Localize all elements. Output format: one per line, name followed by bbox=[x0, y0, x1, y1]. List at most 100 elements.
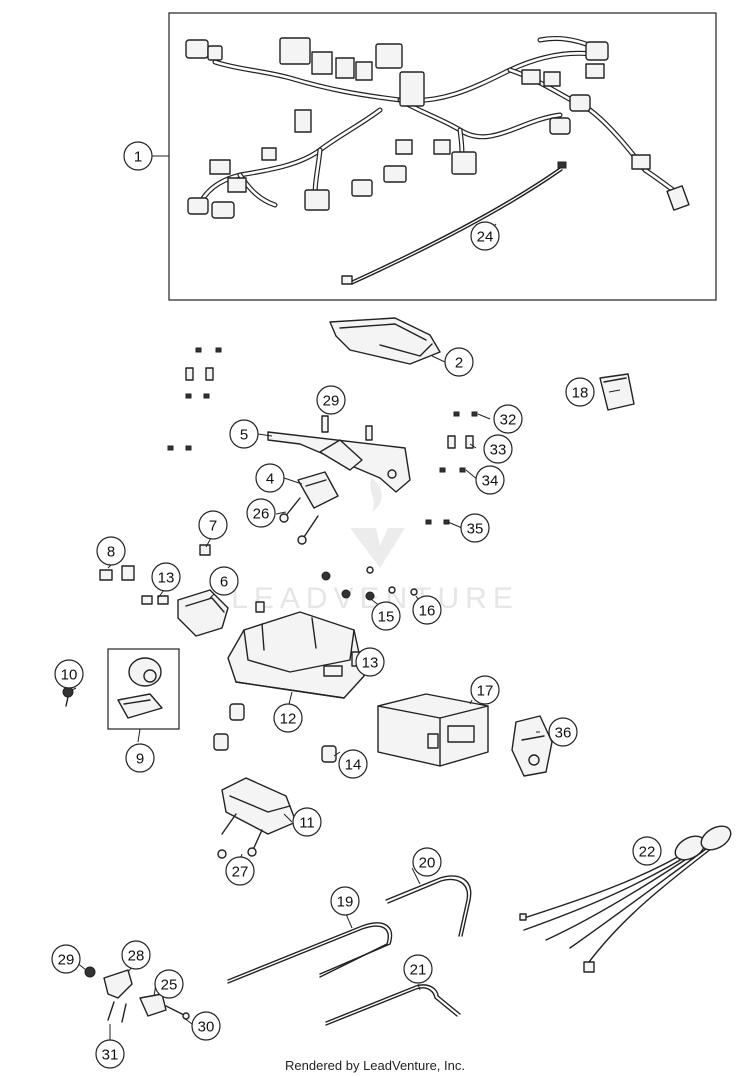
relay-holder bbox=[297, 415, 373, 509]
svg-text:6: 6 bbox=[220, 574, 228, 591]
control-unit bbox=[329, 317, 441, 365]
svg-text:25: 25 bbox=[161, 977, 178, 994]
svg-text:27: 27 bbox=[232, 864, 249, 881]
callout-36: 36 bbox=[548, 717, 578, 747]
callout-19: 19 bbox=[330, 886, 360, 916]
callout-32: 32 bbox=[493, 404, 523, 434]
part-36-cover bbox=[511, 715, 553, 777]
svg-text:29: 29 bbox=[58, 952, 75, 969]
callout-24: 24 bbox=[470, 221, 500, 251]
svg-text:33: 33 bbox=[490, 442, 507, 459]
cable-20 bbox=[385, 875, 472, 937]
voltage-regulator bbox=[217, 777, 297, 859]
svg-text:32: 32 bbox=[500, 412, 517, 429]
part-18-connector bbox=[599, 373, 635, 411]
svg-text:22: 22 bbox=[639, 844, 656, 861]
callout-2: 2 bbox=[444, 347, 474, 377]
bracket bbox=[267, 431, 411, 493]
callout-15: 15 bbox=[371, 601, 401, 631]
svg-text:4: 4 bbox=[266, 471, 274, 488]
svg-text:9: 9 bbox=[136, 751, 144, 768]
svg-text:2: 2 bbox=[455, 355, 463, 372]
kit-box bbox=[107, 648, 180, 730]
callout-13-upper: 13 bbox=[151, 562, 181, 592]
watermark-logo: LEADVENTURE bbox=[231, 478, 513, 615]
callout-22: 22 bbox=[632, 836, 662, 866]
svg-text:10: 10 bbox=[61, 667, 78, 684]
svg-text:26: 26 bbox=[253, 506, 270, 523]
svg-text:1: 1 bbox=[134, 149, 142, 166]
svg-text:13: 13 bbox=[158, 570, 175, 587]
callout-13-lower: 13 bbox=[355, 647, 385, 677]
callout-34: 34 bbox=[475, 465, 505, 495]
svg-text:20: 20 bbox=[419, 855, 436, 872]
callout-21: 21 bbox=[403, 954, 433, 984]
cable-22 bbox=[519, 825, 732, 973]
cable-19 bbox=[227, 922, 393, 984]
relay bbox=[177, 589, 229, 637]
callout-28: 28 bbox=[121, 940, 151, 970]
screws-26 bbox=[279, 497, 319, 545]
callout-5: 5 bbox=[229, 419, 259, 449]
callout-30: 30 bbox=[191, 1011, 221, 1041]
callout-6: 6 bbox=[209, 566, 239, 596]
svg-text:18: 18 bbox=[572, 385, 589, 402]
svg-text:21: 21 bbox=[410, 962, 427, 979]
svg-text:35: 35 bbox=[467, 521, 484, 538]
svg-text:15: 15 bbox=[378, 609, 395, 626]
screws-13-upper bbox=[141, 595, 169, 605]
callout-12: 12 bbox=[273, 703, 303, 733]
callout-26: 26 bbox=[246, 498, 276, 528]
small-screws-upper-left bbox=[167, 347, 222, 451]
svg-text:13: 13 bbox=[362, 655, 379, 672]
svg-text:19: 19 bbox=[337, 894, 354, 911]
svg-text:31: 31 bbox=[102, 1047, 119, 1064]
callout-25: 25 bbox=[154, 969, 184, 999]
fuses-and-holders bbox=[99, 544, 211, 581]
callout-8: 8 bbox=[96, 536, 126, 566]
cable-21 bbox=[325, 984, 461, 1026]
svg-text:36: 36 bbox=[555, 725, 572, 742]
svg-text:16: 16 bbox=[419, 603, 436, 620]
svg-text:5: 5 bbox=[240, 427, 248, 444]
callout-27: 27 bbox=[225, 856, 255, 886]
svg-text:11: 11 bbox=[299, 815, 315, 832]
svg-text:30: 30 bbox=[198, 1019, 215, 1036]
callout-16: 16 bbox=[412, 595, 442, 625]
svg-text:29: 29 bbox=[323, 393, 340, 410]
callout-31: 31 bbox=[95, 1039, 125, 1069]
callout-18: 18 bbox=[565, 377, 595, 407]
screw-10 bbox=[62, 686, 74, 707]
small-hardware-right bbox=[425, 411, 478, 525]
callout-35: 35 bbox=[460, 513, 490, 543]
nuts-15-16 bbox=[255, 566, 418, 613]
callout-4: 4 bbox=[255, 463, 285, 493]
svg-text:24: 24 bbox=[477, 229, 494, 246]
main-wiring-harness bbox=[185, 35, 690, 285]
callout-7: 7 bbox=[198, 510, 228, 540]
callout-29-upper: 29 bbox=[316, 385, 346, 415]
callout-17: 17 bbox=[470, 675, 500, 705]
svg-text:12: 12 bbox=[280, 711, 297, 728]
callout-10: 10 bbox=[54, 659, 84, 689]
battery-tray bbox=[227, 611, 365, 699]
svg-text:7: 7 bbox=[209, 518, 217, 535]
svg-text:14: 14 bbox=[345, 757, 362, 774]
svg-text:34: 34 bbox=[482, 473, 499, 490]
callout-9: 9 bbox=[125, 743, 155, 773]
svg-text:8: 8 bbox=[107, 544, 115, 561]
rubber-mounts bbox=[213, 703, 337, 763]
sensor-assembly bbox=[84, 966, 190, 1023]
svg-text:28: 28 bbox=[128, 948, 145, 965]
callout-1: 1 bbox=[123, 141, 153, 171]
kit-contents bbox=[117, 657, 163, 719]
callout-33: 33 bbox=[483, 434, 513, 464]
footer-credit: Rendered by LeadVenture, Inc. bbox=[285, 1058, 465, 1073]
callout-11: 11 bbox=[292, 807, 322, 837]
callout-20: 20 bbox=[412, 847, 442, 877]
callout-29-lower: 29 bbox=[51, 944, 81, 974]
battery bbox=[377, 693, 489, 767]
svg-text:17: 17 bbox=[477, 683, 494, 700]
callout-14: 14 bbox=[338, 749, 368, 779]
